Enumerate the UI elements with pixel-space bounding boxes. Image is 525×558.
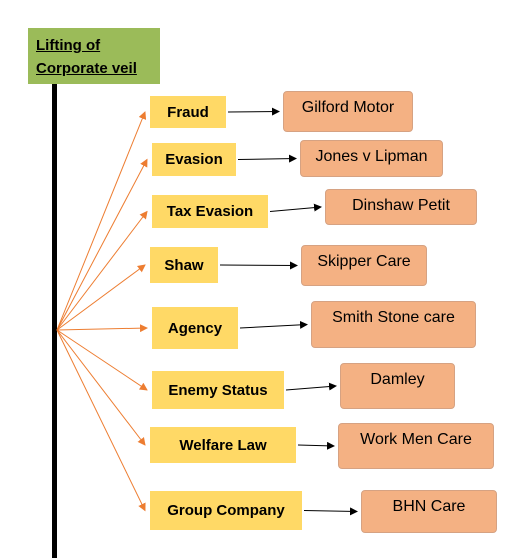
branch-arrow <box>56 158 148 331</box>
topic-to-case-arrow <box>269 203 322 212</box>
topic-to-case-arrow <box>219 261 298 270</box>
branch-arrow <box>56 111 147 331</box>
case-damley: Damley <box>340 363 455 409</box>
topic-to-case-arrow <box>239 320 308 329</box>
case-dinshaw-petit: Dinshaw Petit <box>325 189 477 225</box>
topic-evasion: Evasion <box>152 143 236 176</box>
topic-group-company: Group Company <box>150 491 302 530</box>
case-jones-v-lipman: Jones v Lipman <box>300 140 443 177</box>
branch-arrow <box>56 210 148 331</box>
case-smith-stone-care: Smith Stone care <box>311 301 476 348</box>
topic-to-case-arrow <box>285 382 337 391</box>
branch-arrow <box>56 329 148 391</box>
topic-agency: Agency <box>152 307 238 349</box>
root-title-line-1: Lifting of <box>36 37 101 54</box>
branch-arrow <box>56 264 146 331</box>
branch-arrow <box>56 329 146 446</box>
topic-to-case-arrow <box>237 154 297 163</box>
topic-welfare-law: Welfare Law <box>150 427 296 463</box>
case-bhn-care: BHN Care <box>361 490 497 533</box>
topic-shaw: Shaw <box>150 247 218 283</box>
case-skipper-care: Skipper Care <box>301 245 427 286</box>
topic-enemy-status: Enemy Status <box>152 371 284 409</box>
vertical-spine <box>52 84 57 558</box>
topic-to-case-arrow <box>227 107 280 116</box>
case-work-men-care: Work Men Care <box>338 423 494 469</box>
branch-arrow <box>56 324 148 333</box>
connector-arrows <box>219 107 358 516</box>
root-title-line-2: Corporate veil <box>36 60 137 77</box>
case-gilford-motor: Gilford Motor <box>283 91 413 132</box>
topic-to-case-arrow <box>297 441 335 450</box>
root-node-lifting-of-corporate-veil: Lifting of Corporate veil <box>28 28 160 84</box>
branch-arrows <box>56 111 148 512</box>
topic-tax-evasion: Tax Evasion <box>152 195 268 228</box>
branch-arrow <box>56 329 146 512</box>
topic-to-case-arrow <box>303 507 358 516</box>
topic-fraud: Fraud <box>150 96 226 128</box>
